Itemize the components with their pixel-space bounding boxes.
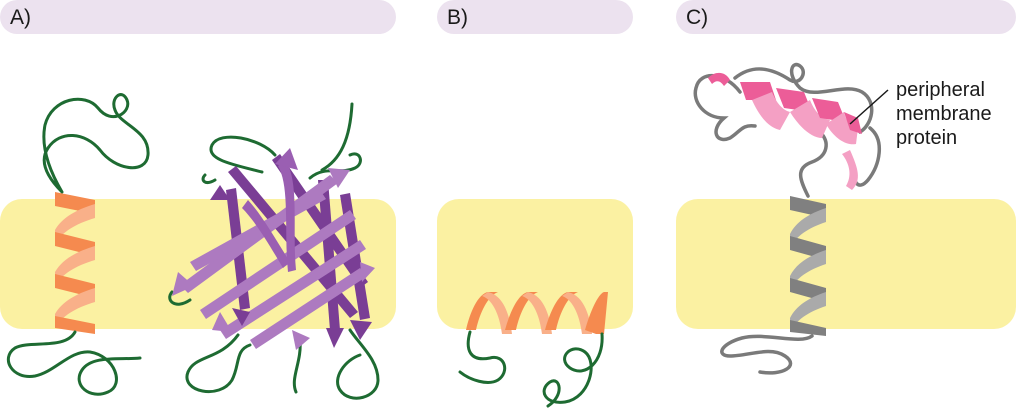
- annotation-label: peripheral membrane protein: [896, 78, 992, 150]
- panel-c-header: [676, 0, 1016, 34]
- annotation-line-1: peripheral: [896, 79, 985, 101]
- annotation-line-2: membrane: [896, 103, 992, 125]
- panel-b-label: B): [447, 6, 468, 29]
- membrane-c: [676, 199, 1016, 329]
- amphipathic-helix-icon: [458, 292, 608, 408]
- n-terminal-loop: [42, 93, 150, 194]
- panel-a-label: A): [10, 6, 31, 29]
- anchored-helix-icon: [693, 62, 889, 375]
- annotation-leader-line: [849, 89, 889, 125]
- beta-barrel-icon: [168, 102, 380, 400]
- transmembrane-helix-icon: [6, 93, 150, 396]
- panel-c-label: C): [686, 6, 709, 29]
- annotation-line-3: protein: [896, 127, 958, 149]
- panel-b-header: [437, 0, 633, 34]
- c-terminal-loop: [6, 330, 142, 396]
- panel-a-header: [0, 0, 396, 34]
